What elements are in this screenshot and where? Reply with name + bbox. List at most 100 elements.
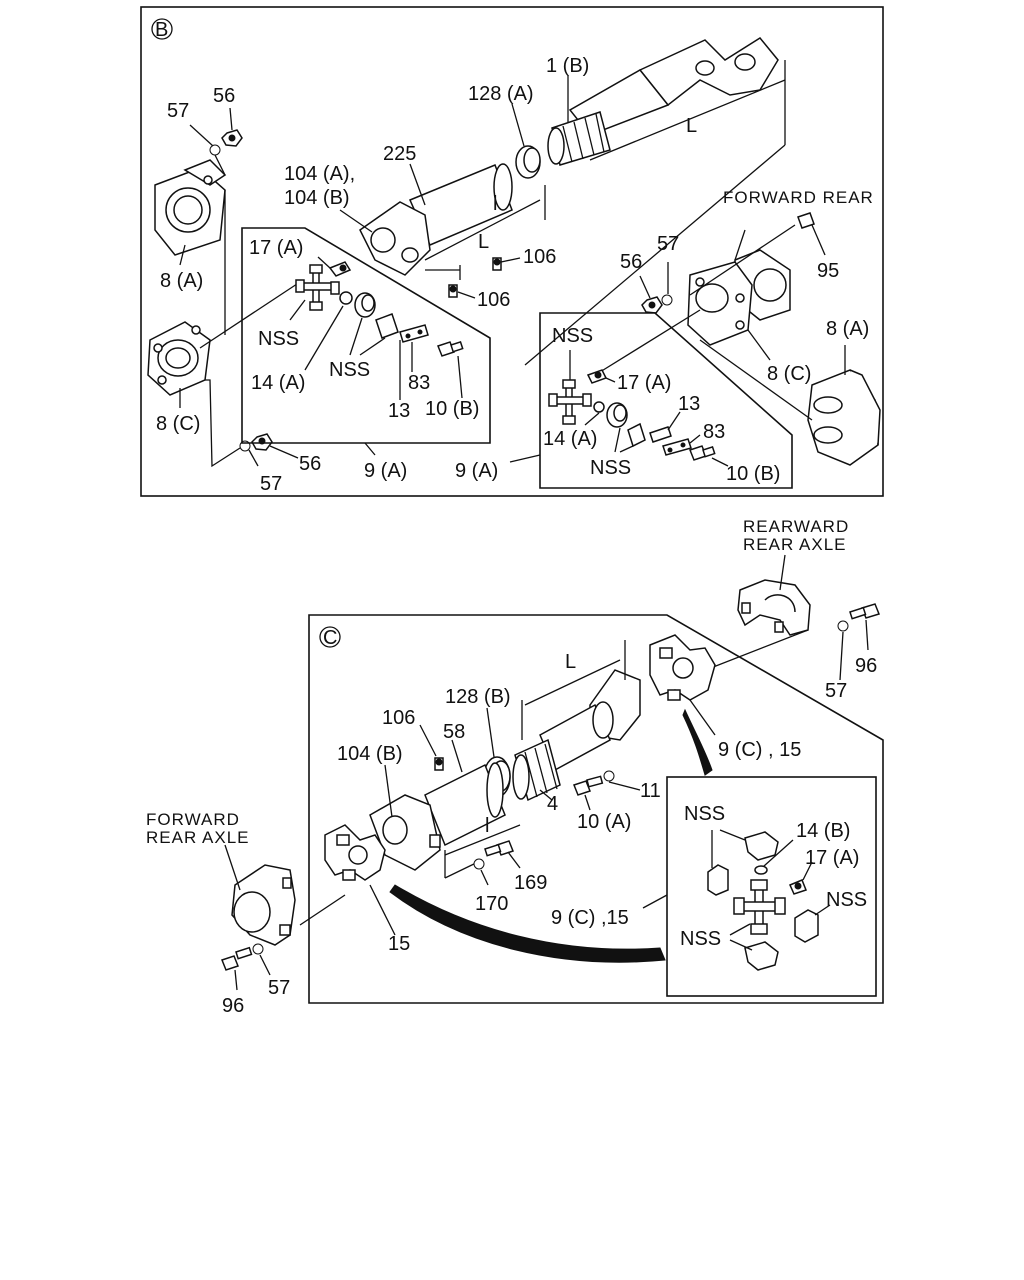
dim-l-c-lower xyxy=(444,861,479,879)
spider-cross-left xyxy=(295,264,340,311)
nut-washer-top-left xyxy=(209,129,243,156)
leader-rearward xyxy=(779,554,786,591)
label-13-l: 13 xyxy=(388,400,410,422)
label-106-c: 106 xyxy=(382,707,415,729)
label-L-mid: L xyxy=(478,231,489,253)
label-169: 169 xyxy=(514,872,547,894)
leader-10b-l xyxy=(457,355,463,399)
lock-plate-left xyxy=(399,324,429,343)
leader-nss-2 xyxy=(814,904,831,916)
label-nss-l1: NSS xyxy=(258,328,299,350)
universal-joint-15-left xyxy=(324,824,386,881)
dim-L-c xyxy=(524,659,621,706)
section-b-marker: B xyxy=(155,19,168,41)
label-83-l: 83 xyxy=(408,372,430,394)
spider-cross-c xyxy=(733,879,786,935)
leader-57-r-c xyxy=(839,631,844,681)
bolt-10b-right xyxy=(689,445,716,461)
leader-8a-l xyxy=(179,244,186,266)
section-b: B xyxy=(140,6,884,497)
forward-rear-axle-yoke xyxy=(231,864,296,946)
kit-box-9a-left xyxy=(241,227,491,444)
universal-joint-9c15-top xyxy=(649,634,716,701)
label-L-c: L xyxy=(565,651,576,673)
label-rear-axle-fwd: REAR AXLE xyxy=(146,828,250,847)
washer-57-left xyxy=(252,943,264,955)
bearing-cap-nss-right xyxy=(794,909,819,943)
section-c: C xyxy=(146,517,884,1017)
leader-9a-r xyxy=(509,454,541,463)
leader-cross-to-flange xyxy=(199,281,301,349)
leader-14a-l xyxy=(304,305,344,371)
spider-cross-right xyxy=(548,379,592,425)
label-nss-2: NSS xyxy=(826,889,867,911)
leader-14a-r xyxy=(584,412,600,426)
leader-4 xyxy=(539,789,553,801)
leader-14b xyxy=(763,839,794,867)
leader-56-bl xyxy=(269,445,299,459)
tube-225 xyxy=(359,163,513,276)
leader-13-r xyxy=(667,411,681,431)
label-17a-l: 17 (A) xyxy=(249,237,303,259)
label-4: 4 xyxy=(547,793,558,815)
label-17a-c: 17 (A) xyxy=(805,847,859,869)
leader-8c-bottom xyxy=(205,379,241,468)
section-c-frame xyxy=(308,614,884,1004)
leader-169 xyxy=(507,851,521,869)
leader-170 xyxy=(480,869,489,886)
label-9c15-top: 9 (C) , 15 xyxy=(718,739,801,761)
section-c-marker: C xyxy=(323,627,337,649)
label-nss-1: NSS xyxy=(684,803,725,825)
label-8c-r: 8 (C) xyxy=(767,363,811,385)
leader-forward-rear xyxy=(734,229,746,261)
leader-17a-l xyxy=(317,256,331,269)
leader-106a xyxy=(500,257,521,263)
leader-8c-r xyxy=(747,329,771,361)
label-58: 58 xyxy=(443,721,465,743)
label-83-r: 83 xyxy=(703,421,725,443)
label-9c15-bottom: 9 (C) ,15 xyxy=(551,907,629,929)
label-14a-r: 14 (A) xyxy=(543,428,597,450)
label-nss-3: NSS xyxy=(680,928,721,950)
section-c-marker-circle xyxy=(319,626,341,648)
leader-106-c xyxy=(419,724,437,757)
lock-plate-right-2 xyxy=(662,438,692,456)
leader-nss-1 xyxy=(719,829,746,841)
leader-17a-r xyxy=(605,377,616,383)
flange-yoke-8a-right xyxy=(807,369,881,466)
seal-14a-left xyxy=(339,291,353,305)
bearing-cup-right xyxy=(606,402,628,428)
label-170: 170 xyxy=(475,893,508,915)
leader-11 xyxy=(608,781,641,791)
bearing-cap-right xyxy=(627,422,646,448)
leader-225 xyxy=(409,163,426,206)
leader-56-tl xyxy=(229,107,233,131)
label-57-r: 57 xyxy=(657,233,679,255)
washer-170 xyxy=(473,858,485,870)
washer-11 xyxy=(603,770,615,782)
section-b-marker-circle xyxy=(151,18,173,40)
leader-17a-c xyxy=(802,861,813,881)
label-rear-axle: REAR AXLE xyxy=(743,535,847,554)
bolt-10a xyxy=(573,775,604,796)
label-14a-l: 14 (A) xyxy=(251,372,305,394)
slip-yoke-shaft-c xyxy=(512,669,641,802)
label-8a-l: 8 (A) xyxy=(160,270,203,292)
label-57-l: 57 xyxy=(268,977,290,999)
bolt-10b-left xyxy=(437,340,464,357)
callout-arrow-top xyxy=(682,708,713,776)
seal-14a-right xyxy=(593,401,605,413)
label-rearward: REARWARD xyxy=(743,517,849,536)
dim-line-l xyxy=(424,199,541,261)
leader-57-bl xyxy=(248,449,259,467)
label-56-tl: 56 xyxy=(213,85,235,107)
label-106b: 106 xyxy=(477,289,510,311)
leader-57-tl xyxy=(189,124,214,147)
leader-nss-l2b xyxy=(359,337,386,356)
label-57-bl: 57 xyxy=(260,473,282,495)
label-56-bl: 56 xyxy=(299,453,321,475)
kit-box-9c15 xyxy=(666,776,877,997)
bearing-cap-nss-bottom xyxy=(744,941,779,971)
label-nss-r1: NSS xyxy=(552,325,593,347)
